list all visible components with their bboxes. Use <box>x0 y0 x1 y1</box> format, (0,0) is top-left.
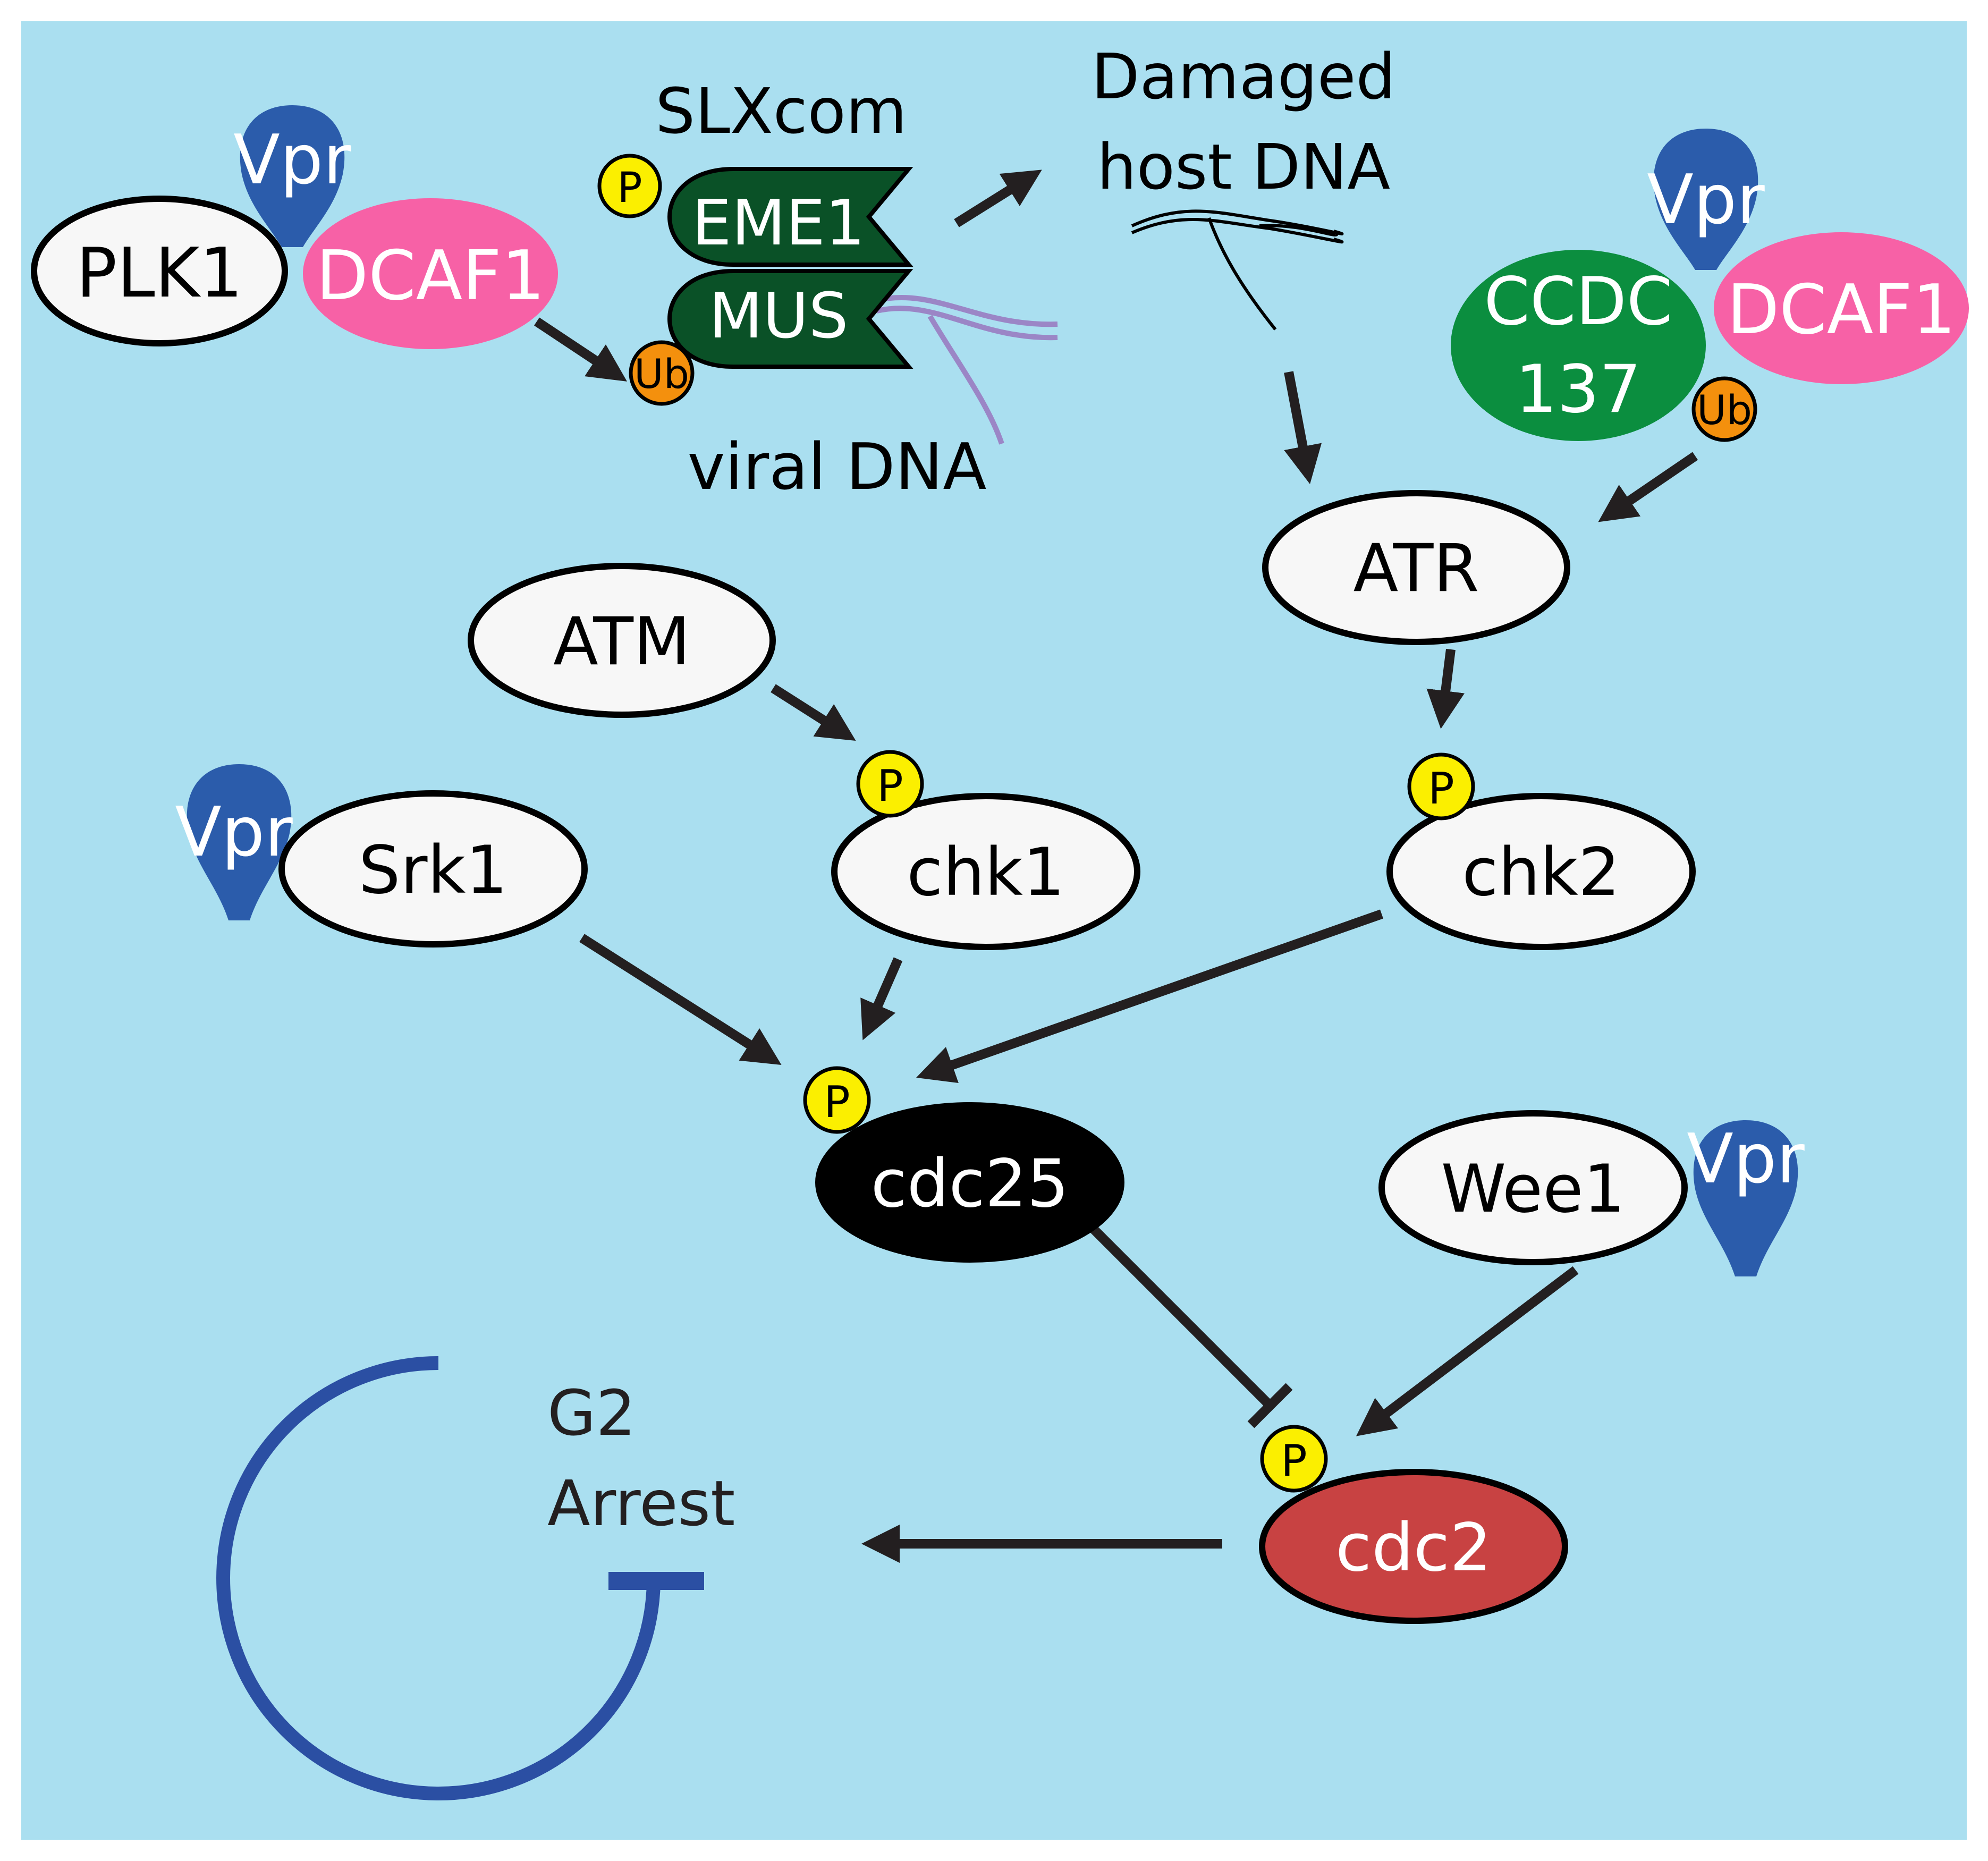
phospho-badge-cdc2 <box>1260 1425 1328 1493</box>
ccdc137-node <box>1451 250 1706 441</box>
chk2-node <box>1386 793 1696 950</box>
damaged-dna-strand-3 <box>1259 224 1338 237</box>
inhibition-bar <box>1247 1383 1293 1428</box>
damaged-label-line2: host DNA <box>1097 130 1390 204</box>
edge-cdc25-inhibits-cdc2 <box>1088 1224 1274 1409</box>
cdc2-label: cdc2 <box>1335 1510 1492 1586</box>
edge-atm-to-chk1 <box>771 684 856 741</box>
dcaf1-label-top-right: DCAF1 <box>1727 270 1956 350</box>
atr-label: ATR <box>1353 530 1479 607</box>
cdc2-group: cdc2 P <box>1259 1425 1568 1624</box>
viral-dna-strand-2 <box>876 306 1058 341</box>
ccdc137-label-line2: 137 <box>1516 351 1642 428</box>
damaged-label-line1: Damaged <box>1092 40 1396 113</box>
slx-complex: SLXcom EME1 MUS P Ub viral DNA <box>597 74 1058 504</box>
dcaf1-node-top-left <box>303 198 558 349</box>
plk1-vpr-dcaf1-complex: Vpr PLK1 DCAF1 <box>31 105 558 349</box>
viral-dna-strand-1 <box>876 294 1058 327</box>
viral-dna-tail <box>927 315 1004 445</box>
cdc25-group: cdc25 P <box>803 1066 1124 1263</box>
srk1-node <box>278 790 588 948</box>
edge-chk1-to-cdc25 <box>860 957 903 1041</box>
vpr-drop-srk1 <box>187 764 292 920</box>
edge-slx-to-damaged-dna <box>954 170 1042 227</box>
phospho-badge-chk1 <box>856 750 924 818</box>
phospho-label-cdc25: P <box>824 1077 850 1128</box>
viral-dna-label: viral DNA <box>688 430 987 504</box>
g2-arrest-cycle: G2 Arrest <box>216 1356 735 1800</box>
eme1-label: EME1 <box>692 186 865 259</box>
atm-label: ATM <box>553 604 690 680</box>
chk1-node <box>831 793 1140 950</box>
phospho-badge-eme1 <box>597 154 662 218</box>
phospho-label-eme1: P <box>617 164 642 212</box>
cdc25-label: cdc25 <box>871 1146 1069 1222</box>
chk2-label: chk2 <box>1462 834 1620 911</box>
g2-label: G2 <box>547 1376 636 1450</box>
vpr-label-top-left: Vpr <box>233 121 351 200</box>
cdc25-node <box>815 1102 1124 1263</box>
dcaf1-label-top-left: DCAF1 <box>316 236 545 316</box>
phospho-label-cdc2: P <box>1281 1436 1307 1486</box>
wee1-node <box>1378 1110 1688 1265</box>
ubiquitin-badge-mus <box>629 340 695 406</box>
vpr-drop-top-right <box>1653 129 1758 270</box>
phospho-label-chk2: P <box>1428 764 1454 814</box>
ccdc137-vpr-dcaf1-complex: Vpr DCAF1 CCDC 137 Ub <box>1451 129 1969 442</box>
damaged-host-dna: Damaged host DNA <box>1092 40 1396 331</box>
chk1-label: chk1 <box>907 834 1064 911</box>
ubiquitin-badge-ccdc137 <box>1691 376 1757 442</box>
phospho-badge-chk2 <box>1407 752 1475 820</box>
edge-damaged-dna-to-atr <box>1284 371 1322 485</box>
atm-node <box>468 563 776 718</box>
mus-node <box>667 269 913 369</box>
wee1-label: Wee1 <box>1441 1151 1626 1228</box>
vpr-label-wee1: Vpr <box>1687 1120 1805 1199</box>
plk1-node <box>31 196 288 346</box>
damaged-dna-tail <box>1207 217 1277 331</box>
edge-ccdc137-to-atr <box>1598 452 1698 522</box>
vpr-drop-wee1 <box>1693 1120 1798 1276</box>
damaged-dna-strand-2 <box>1131 218 1344 244</box>
ubiquitin-label-ccdc137: Ub <box>1697 386 1752 434</box>
vpr-label-top-right: Vpr <box>1647 160 1765 240</box>
vpr-label-srk1: Vpr <box>175 793 293 872</box>
edge-chk2-to-cdc25 <box>916 909 1383 1083</box>
cell-cycle-arc <box>216 1356 661 1800</box>
mus-label: MUS <box>708 279 848 352</box>
phospho-label-chk1: P <box>877 761 903 811</box>
edge-wee1-to-cdc2 <box>1356 1266 1579 1436</box>
cdc2-node <box>1259 1469 1568 1624</box>
srk1-label: Srk1 <box>359 832 507 909</box>
eme1-node <box>667 167 913 267</box>
ubiquitin-label-mus: Ub <box>634 350 689 397</box>
wee1-group: Wee1 Vpr <box>1378 1110 1805 1276</box>
vpr-drop-top-left <box>240 105 345 247</box>
edge-atr-to-chk2 <box>1426 648 1465 729</box>
slxcom-label: SLXcom <box>655 74 907 148</box>
phospho-badge-cdc25 <box>803 1066 871 1134</box>
edges <box>534 170 1698 1563</box>
ccdc137-label-line1: CCDC <box>1484 264 1672 340</box>
dcaf1-node-top-right <box>1714 232 1969 384</box>
arrest-label: Arrest <box>547 1467 735 1540</box>
atr-node <box>1262 490 1570 645</box>
edge-dcaf1-to-ub <box>534 317 627 382</box>
kinase-nodes: ATR ATM Vpr Srk1 chk1 P chk2 P <box>175 490 1696 950</box>
plk1-label: PLK1 <box>76 234 243 313</box>
edge-srk1-to-cdc25 <box>579 934 782 1065</box>
damaged-dna-strand-1 <box>1131 209 1344 236</box>
